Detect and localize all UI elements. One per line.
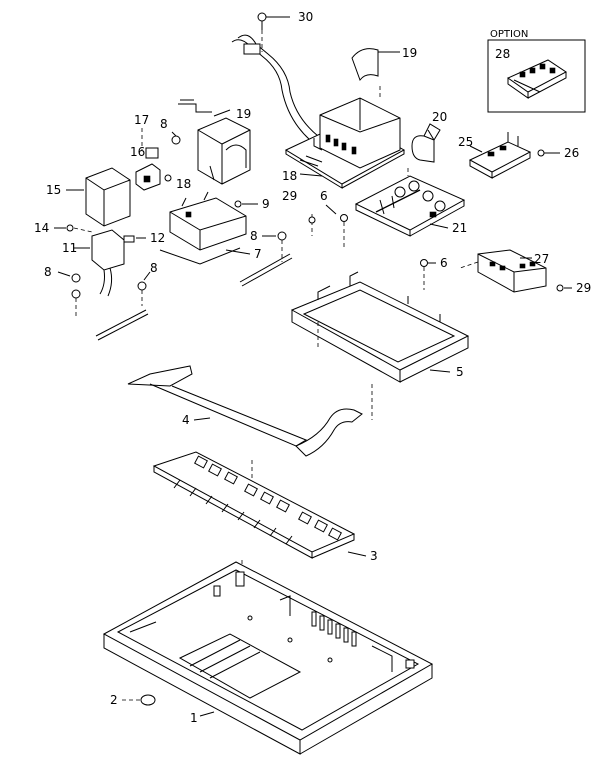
callout-8-left: 8 (44, 265, 52, 279)
callout-23: 21 (452, 221, 467, 235)
callout-12: 12 (150, 231, 165, 245)
part-5-frame: 5 (290, 271, 470, 420)
part-7-bracket: 7 (159, 191, 262, 265)
callout-27: 29 (576, 281, 591, 295)
part-12: 12 (123, 231, 165, 245)
callout-9: 9 (262, 197, 270, 211)
part-23-mechanism: 21 (354, 168, 467, 237)
callout-6-upper: 6 (320, 189, 328, 203)
part-27-screw: 29 (556, 281, 591, 295)
option-title: OPTION (490, 29, 528, 40)
callout-19: 19 (236, 107, 251, 121)
callout-15: 15 (46, 183, 61, 197)
callout-8-mid: 8 (250, 229, 258, 243)
callout-7: 7 (254, 247, 262, 261)
part-8-middle: 8 (239, 229, 293, 287)
callout-21: 19 (402, 46, 417, 60)
part-25-screw: 26 (537, 146, 579, 160)
part-24-bracket: 25 (458, 132, 532, 179)
callout-17: 17 (134, 113, 149, 127)
callout-8-top: 8 (160, 117, 168, 131)
callout-18: 18 (176, 177, 191, 191)
part-8-lower: 8 (95, 261, 158, 341)
part-15-box: 15 (46, 167, 131, 227)
part-3-membrane: 3 (152, 451, 378, 580)
callout-6-lower: 6 (440, 256, 448, 270)
part-19-motor: 19 (178, 99, 251, 185)
part-11: 11 (62, 229, 125, 297)
part-8-left: 8 (44, 265, 81, 318)
callout-25: 26 (564, 146, 579, 160)
part-9: 9 (234, 197, 270, 211)
option-box: OPTION 28 (487, 29, 586, 113)
small-parts-cluster: 17 8 16 18 (130, 113, 191, 191)
callout-22: 20 (432, 110, 447, 124)
part-2-foot: 2 (110, 693, 156, 707)
callout-29: 29 (282, 189, 297, 203)
option-part (506, 59, 567, 99)
part-26-panel: 27 (459, 249, 549, 293)
part-21-ribbon: 19 (351, 46, 417, 82)
callout-26: 27 (534, 252, 549, 266)
membrane-keys (194, 455, 342, 541)
base-ribs (311, 611, 357, 647)
callout-1: 1 (190, 711, 198, 725)
callout-20: 18 (282, 169, 297, 183)
part-1-base: 1 (102, 561, 434, 755)
part-6-lower-screw: 6 (420, 256, 448, 290)
callout-2: 2 (110, 693, 118, 707)
option-number: 28 (495, 47, 510, 61)
callout-30: 30 (298, 10, 313, 24)
part-4-ribbon: 4 (127, 365, 363, 478)
flex-cable (231, 34, 319, 141)
part-14-screw: 14 (34, 221, 93, 235)
option-frame (487, 39, 586, 113)
callout-24: 25 (458, 135, 473, 149)
callout-16: 16 (130, 145, 145, 159)
callout-3: 3 (370, 549, 378, 563)
callout-4: 4 (182, 413, 190, 427)
callout-8-low: 8 (150, 261, 158, 275)
part-30-screw: 30 (257, 10, 313, 52)
part-20-board: 18 (282, 86, 406, 189)
part-22: 20 (411, 110, 447, 163)
callout-14: 14 (34, 221, 49, 235)
callout-11: 11 (62, 241, 77, 255)
callout-5: 5 (456, 365, 464, 379)
part-29-and-6-screws: 29 6 (282, 189, 348, 250)
